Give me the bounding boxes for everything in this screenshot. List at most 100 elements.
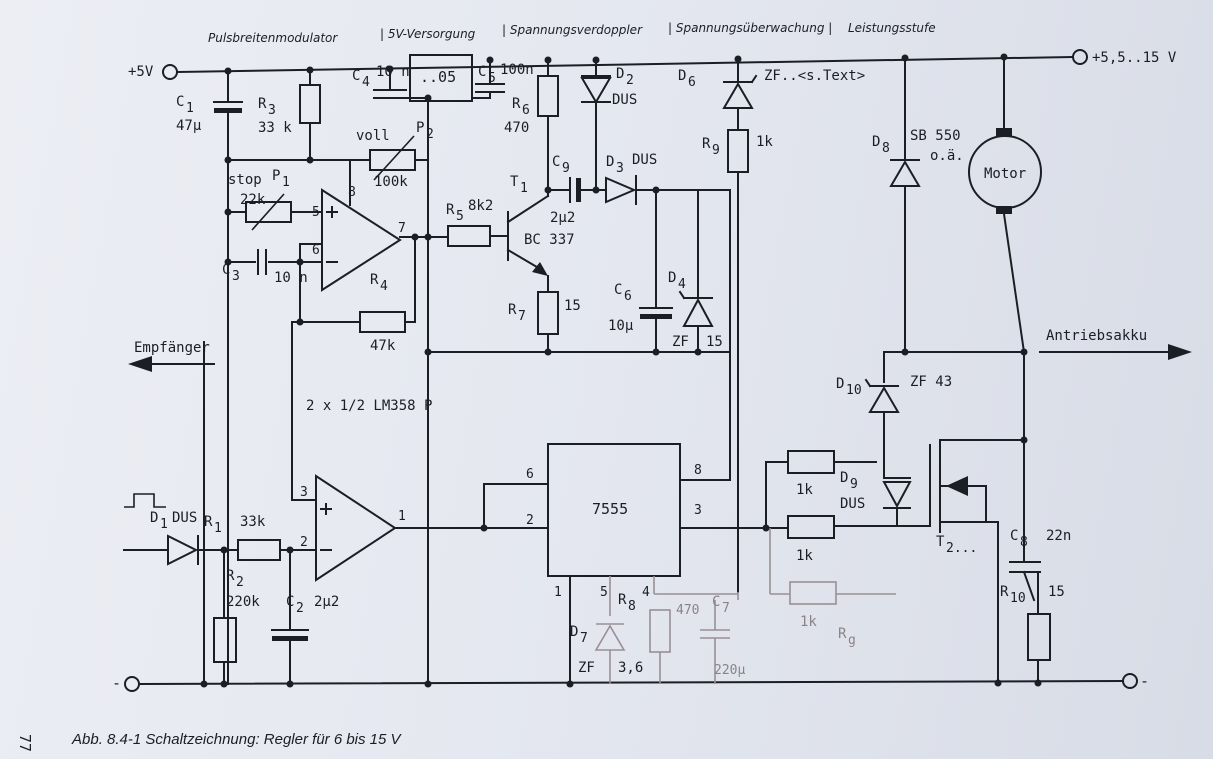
plus-bat-terminal bbox=[1072, 49, 1088, 65]
svg-text:33k: 33k bbox=[240, 514, 266, 530]
pin-u2-1: 1 bbox=[398, 509, 406, 524]
svg-text:SB 550: SB 550 bbox=[910, 128, 961, 144]
svg-text:R: R bbox=[226, 568, 235, 584]
pin-timer-5: 5 bbox=[600, 585, 608, 600]
svg-text:33 k: 33 k bbox=[258, 120, 292, 136]
svg-text:D: D bbox=[678, 68, 686, 84]
svg-text:2: 2 bbox=[296, 601, 304, 616]
label-p2: voll P 2 100k bbox=[356, 120, 434, 190]
label-r-1k-a: 1k bbox=[796, 482, 813, 498]
svg-text:g: g bbox=[848, 633, 856, 648]
label-c5: C 5 100n bbox=[478, 62, 534, 86]
svg-text:DUS: DUS bbox=[840, 496, 865, 512]
svg-text:ZF: ZF bbox=[672, 334, 689, 350]
svg-text:15: 15 bbox=[706, 334, 723, 350]
pin-u1-7: 7 bbox=[398, 221, 406, 236]
svg-text:D: D bbox=[668, 270, 676, 286]
svg-text:DUS: DUS bbox=[612, 92, 637, 108]
svg-text:1: 1 bbox=[520, 181, 528, 196]
svg-text:2µ2: 2µ2 bbox=[550, 210, 575, 226]
label-c4: C 4 10 n bbox=[352, 64, 410, 90]
label-r7: R 7 15 bbox=[508, 298, 581, 324]
svg-text:R: R bbox=[370, 272, 379, 288]
label-timer: 7555 bbox=[592, 500, 628, 518]
label-p1: stop P 1 22k bbox=[228, 168, 290, 208]
d1-diode bbox=[167, 534, 199, 566]
svg-text:C: C bbox=[176, 94, 184, 110]
svg-text:9: 9 bbox=[562, 161, 570, 176]
label-t1: T 1 BC 337 bbox=[510, 174, 575, 248]
opamp-u2 bbox=[315, 474, 397, 582]
svg-text:4: 4 bbox=[380, 279, 388, 294]
label-minus-left: - bbox=[112, 674, 121, 692]
svg-text:stop: stop bbox=[228, 172, 262, 188]
pin-timer-4: 4 bbox=[642, 585, 650, 600]
label-c3: C 3 10 n bbox=[222, 262, 308, 286]
svg-text:9: 9 bbox=[850, 477, 858, 492]
battery-arrow bbox=[1039, 344, 1192, 360]
d7-zener bbox=[594, 623, 626, 651]
svg-text:8: 8 bbox=[882, 141, 890, 156]
svg-text:7: 7 bbox=[580, 631, 588, 646]
label-regulator: ..05 bbox=[420, 68, 456, 86]
c7-capacitor bbox=[700, 629, 730, 639]
label-c8: C 8 22n bbox=[1010, 528, 1071, 550]
svg-text:C: C bbox=[222, 262, 230, 278]
page-number: 77 bbox=[16, 734, 34, 752]
svg-text:3: 3 bbox=[232, 269, 240, 284]
svg-text:1: 1 bbox=[214, 521, 222, 536]
pin-u1-8: 8 bbox=[348, 185, 356, 200]
r4-resistor bbox=[359, 311, 406, 333]
section-doubler: | Spannungsverdoppler bbox=[502, 23, 643, 37]
svg-text:470: 470 bbox=[676, 603, 699, 618]
svg-text:10: 10 bbox=[1010, 591, 1026, 606]
t2-mosfet bbox=[929, 439, 1025, 685]
svg-text:BC 337: BC 337 bbox=[524, 232, 575, 248]
d2-diode bbox=[580, 75, 612, 104]
pin-u2-3: 3 bbox=[300, 485, 308, 500]
section-pwm: Pulsbreitenmodulator bbox=[208, 31, 338, 45]
svg-text:D: D bbox=[840, 470, 848, 486]
svg-text:10: 10 bbox=[846, 383, 862, 398]
voltage-regulator bbox=[409, 54, 473, 102]
svg-text:9: 9 bbox=[712, 143, 720, 158]
svg-text:T: T bbox=[510, 174, 519, 190]
svg-text:220µ: 220µ bbox=[714, 663, 745, 678]
label-opamp-note: 2 x 1/2 LM358 P bbox=[306, 398, 432, 414]
svg-text:5: 5 bbox=[456, 209, 464, 224]
pin-timer-1: 1 bbox=[554, 585, 562, 600]
r1-resistor bbox=[237, 539, 281, 561]
svg-text:C: C bbox=[1010, 528, 1018, 544]
svg-text:D: D bbox=[606, 154, 614, 170]
c8-capacitor bbox=[1009, 561, 1041, 573]
svg-text:100k: 100k bbox=[374, 174, 408, 190]
svg-text:R: R bbox=[1000, 584, 1009, 600]
svg-text:2µ2: 2µ2 bbox=[314, 594, 339, 610]
svg-text:DUS: DUS bbox=[632, 152, 657, 168]
svg-text:8: 8 bbox=[1020, 535, 1028, 550]
svg-text:R: R bbox=[702, 136, 711, 152]
svg-text:6: 6 bbox=[522, 103, 530, 118]
label-plus-bat: +5,5..15 V bbox=[1092, 50, 1177, 66]
svg-text:8: 8 bbox=[628, 599, 636, 614]
label-d9: D 9 DUS bbox=[840, 470, 865, 512]
svg-text:8k2: 8k2 bbox=[468, 198, 493, 214]
svg-text:D: D bbox=[872, 134, 880, 150]
svg-text:C: C bbox=[478, 64, 486, 80]
svg-text:ZF: ZF bbox=[578, 660, 595, 676]
svg-text:o.ä.: o.ä. bbox=[930, 148, 964, 164]
d10-zener bbox=[864, 378, 900, 413]
r7-resistor bbox=[537, 291, 559, 335]
label-d3: D 3 DUS bbox=[606, 152, 657, 176]
svg-text:ZF 43: ZF 43 bbox=[910, 374, 952, 390]
svg-text:D: D bbox=[570, 624, 578, 640]
svg-text:22n: 22n bbox=[1046, 528, 1071, 544]
pin-u1-5: 5 bbox=[312, 205, 320, 220]
pin-u2-2: 2 bbox=[300, 535, 308, 550]
label-r4: R 4 47k bbox=[370, 272, 396, 354]
svg-text:2...: 2... bbox=[946, 541, 977, 556]
r9-resistor bbox=[727, 129, 749, 173]
label-c9: C 9 2µ2 bbox=[550, 154, 575, 226]
label-d4: D 4 ZF 15 bbox=[668, 270, 723, 350]
label-minus-right: - bbox=[1140, 672, 1149, 690]
